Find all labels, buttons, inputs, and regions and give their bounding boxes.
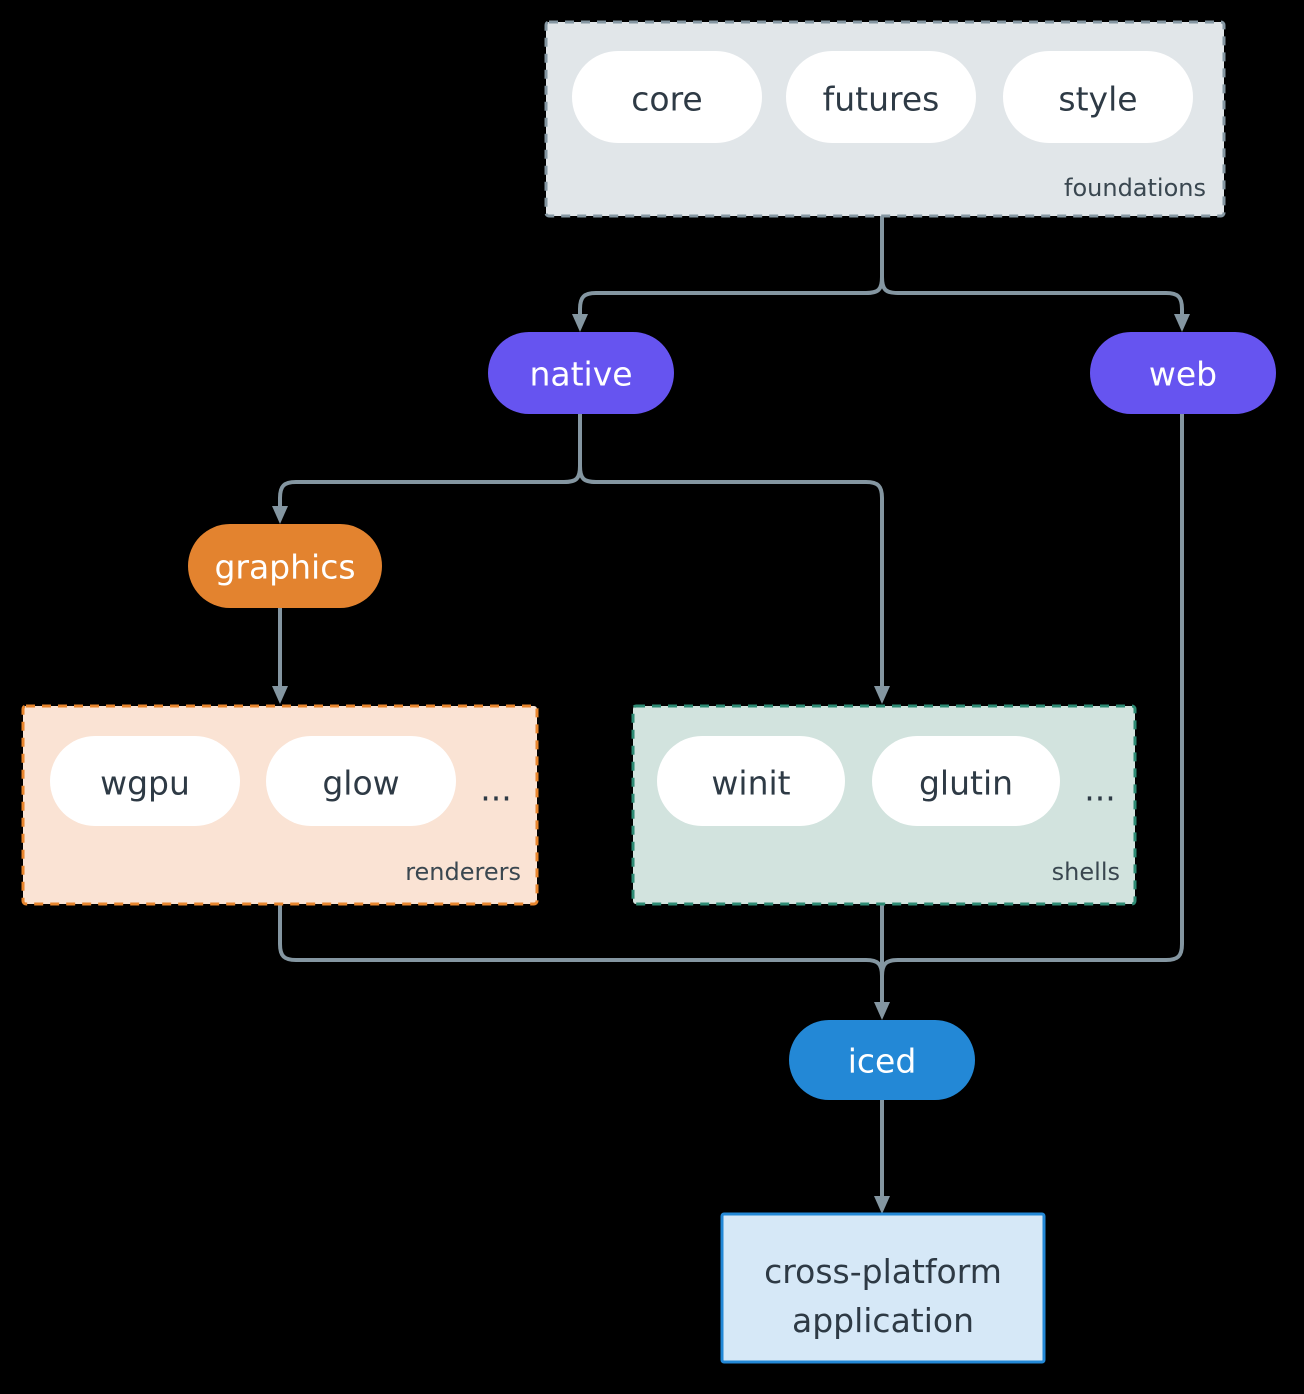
- node-native[interactable]: native: [488, 332, 674, 414]
- cluster-foundations: core futures style foundations: [544, 20, 1226, 218]
- node-style-label: style: [1058, 80, 1137, 119]
- node-style[interactable]: style: [1003, 51, 1193, 143]
- node-graphics-label: graphics: [214, 548, 355, 587]
- arrowhead-renderers: [272, 686, 288, 704]
- cluster-foundations-label: foundations: [1064, 174, 1206, 202]
- arrowhead-graphics: [272, 506, 288, 524]
- node-glutin-shape[interactable]: [872, 736, 1060, 826]
- arrowhead-native: [572, 314, 588, 332]
- node-winit[interactable]: winit: [657, 736, 845, 826]
- node-iced-label: iced: [848, 1042, 917, 1081]
- edge-foundations-to-web: [880, 276, 1184, 320]
- node-iced[interactable]: iced: [789, 1020, 975, 1100]
- node-native-label: native: [529, 355, 632, 394]
- node-wgpu[interactable]: wgpu: [50, 736, 240, 826]
- edge-foundations-split: [578, 216, 884, 320]
- node-web[interactable]: web: [1090, 332, 1276, 414]
- node-graphics[interactable]: graphics: [188, 524, 382, 608]
- node-futures-shape[interactable]: [786, 51, 976, 143]
- node-core-shape[interactable]: [572, 51, 762, 143]
- node-glow-shape[interactable]: [266, 736, 456, 826]
- node-wgpu-label: wgpu: [100, 764, 190, 803]
- node-style-shape[interactable]: [1003, 51, 1193, 143]
- node-glutin-label: glutin: [919, 764, 1013, 803]
- node-winit-label: winit: [711, 764, 790, 803]
- arrowhead-web: [1174, 314, 1190, 332]
- edge-web-to-iced: [880, 414, 1184, 1008]
- cluster-shells-label: shells: [1052, 858, 1120, 886]
- cluster-renderers: wgpu glow ... renderers: [21, 704, 539, 906]
- node-glow-label: glow: [322, 764, 399, 803]
- node-web-label: web: [1149, 355, 1217, 394]
- node-iced-shape[interactable]: [789, 1020, 975, 1100]
- edge-renderers-to-iced: [278, 904, 884, 1008]
- node-core[interactable]: core: [572, 51, 762, 143]
- node-application-shape[interactable]: [720, 1212, 1046, 1364]
- node-graphics-shape[interactable]: [188, 524, 382, 608]
- arrowhead-application: [874, 1196, 890, 1214]
- edge-layer: [272, 216, 1190, 1214]
- node-futures-label: futures: [823, 80, 940, 119]
- edge-native-to-graphics: [278, 414, 582, 512]
- edge-native-to-shells: [578, 465, 884, 690]
- node-native-shape[interactable]: [488, 332, 674, 414]
- cluster-shells: winit glutin ... shells: [631, 704, 1137, 906]
- node-glutin[interactable]: glutin: [872, 736, 1060, 826]
- node-glow[interactable]: glow: [266, 736, 456, 826]
- cluster-renderers-label: renderers: [405, 858, 521, 886]
- node-web-shape[interactable]: [1090, 332, 1276, 414]
- arrowhead-shells: [874, 686, 890, 704]
- node-more-renderers-label: ...: [480, 770, 511, 809]
- node-application-label-line2: application: [792, 1301, 974, 1340]
- node-application[interactable]: cross-platform application: [720, 1212, 1046, 1364]
- node-core-label: core: [631, 80, 702, 119]
- node-application-label-line1: cross-platform: [764, 1252, 1002, 1291]
- node-winit-shape[interactable]: [657, 736, 845, 826]
- arrowhead-iced: [874, 1002, 890, 1020]
- node-more-shells-label: ...: [1084, 770, 1115, 809]
- node-futures[interactable]: futures: [786, 51, 976, 143]
- node-wgpu-shape[interactable]: [50, 736, 240, 826]
